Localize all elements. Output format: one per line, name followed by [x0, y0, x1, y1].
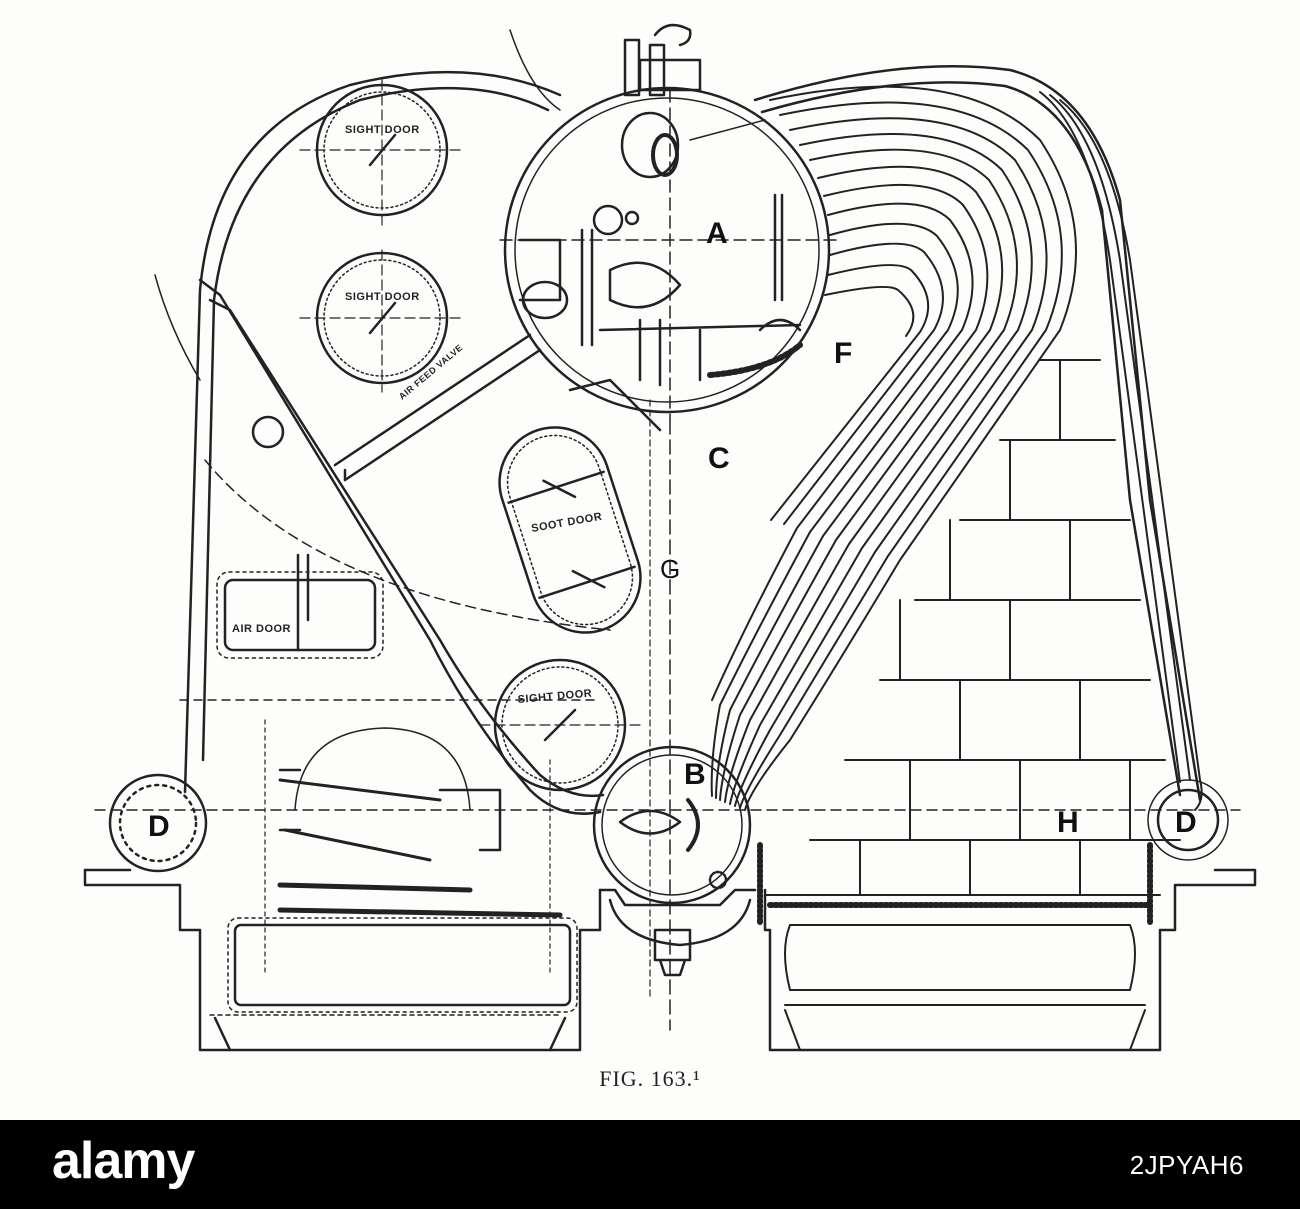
sight-door-lower-label: SIGHT DOOR [517, 688, 592, 706]
air-feed-valve-label: AIR FEED VALVE [397, 342, 465, 401]
arc-line [509, 29, 561, 111]
arc-line [154, 274, 201, 381]
soot-door [498, 426, 642, 634]
tube-bank [710, 85, 1203, 811]
watermark-bar [0, 1120, 1300, 1209]
steam-drum [499, 23, 841, 432]
sight-door-lower [479, 658, 641, 792]
image-code: 2JPYAH6 [1129, 1150, 1244, 1180]
air-door-label: AIR DOOR [232, 623, 291, 635]
sight-door-upper [299, 79, 466, 226]
watermark-brand: alamy [52, 1132, 195, 1190]
brickwork [757, 359, 1181, 1051]
flame-arc [204, 459, 611, 631]
boiler-casing [83, 65, 1257, 1052]
label-d-left: D [148, 810, 170, 843]
boiler-diagram: A B C D D F H G SIGHT DOOR SIGHT DOOR SI… [83, 23, 1257, 1052]
figure-caption: FIG. 163.¹ [599, 1066, 701, 1091]
mud-drum [592, 745, 752, 977]
label-a: A [706, 217, 728, 250]
label-h: H [1057, 806, 1079, 839]
boiler-drawing: A B C D D F H G SIGHT DOOR SIGHT DOOR SI… [83, 23, 1257, 1052]
label-g: G [660, 554, 680, 584]
inspection-hole [251, 415, 285, 449]
label-d-right: D [1175, 806, 1197, 839]
left-firebox [209, 719, 578, 1052]
sight-door-upper-label: SIGHT DOOR [345, 124, 420, 136]
header-left [108, 773, 208, 873]
label-c: C [708, 442, 730, 475]
air-door [216, 553, 384, 659]
sight-door-middle-label: SIGHT DOOR [345, 291, 420, 303]
baffle-walls [198, 278, 605, 815]
label-f: F [834, 337, 852, 370]
label-b: B [684, 758, 706, 791]
sight-door-middle [299, 249, 466, 393]
soot-door-label: SOOT DOOR [530, 511, 603, 535]
header-right [1147, 779, 1229, 861]
